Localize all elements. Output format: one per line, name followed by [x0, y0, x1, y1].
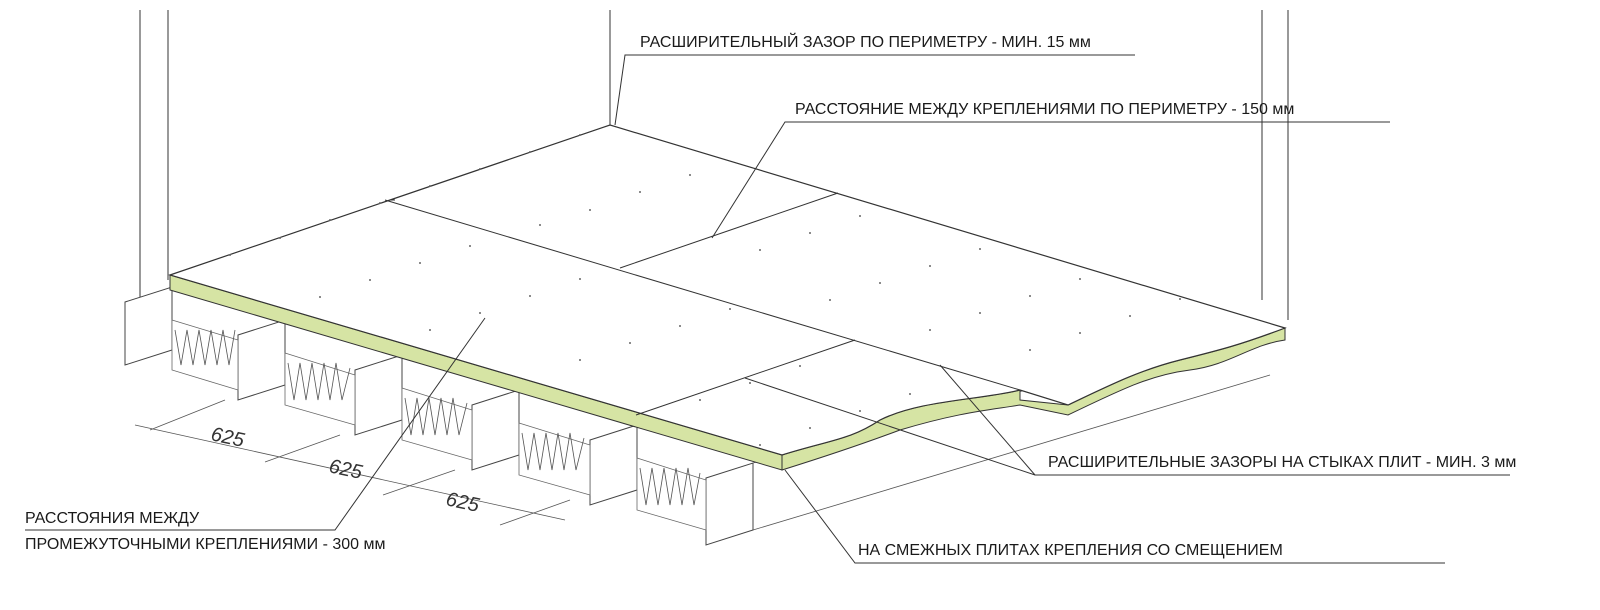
- leader-lines: [25, 54, 1510, 564]
- dimension-1: 625: [209, 423, 247, 452]
- floor-plates: [168, 124, 1287, 456]
- label-intermediate-line2: ПРОМЕЖУТОЧНЫМИ КРЕПЛЕНИЯМИ - 300 мм: [25, 536, 386, 553]
- label-intermediate-line1: РАССТОЯНИЯ МЕЖДУ: [25, 510, 200, 527]
- fastener-dots: [229, 134, 1181, 446]
- dimension-3: 625: [444, 488, 482, 517]
- dimension-2: 625: [327, 455, 365, 484]
- label-perimeter-fastening: РАССТОЯНИЕ МЕЖДУ КРЕПЛЕНИЯМИ ПО ПЕРИМЕТР…: [795, 101, 1294, 118]
- joists: [124, 286, 1271, 546]
- dimension-lines: [134, 399, 571, 526]
- label-joint-gaps: РАСШИРИТЕЛЬНЫЕ ЗАЗОРЫ НА СТЫКАХ ПЛИТ - М…: [1048, 454, 1516, 471]
- label-offset-fastening: НА СМЕЖНЫХ ПЛИТАХ КРЕПЛЕНИЯ СО СМЕЩЕНИЕМ: [858, 542, 1283, 559]
- walls: [139, 10, 1289, 320]
- label-perimeter-gap: РАСШИРИТЕЛЬНЫЙ ЗАЗОР ПО ПЕРИМЕТРУ - МИН.…: [640, 32, 1091, 51]
